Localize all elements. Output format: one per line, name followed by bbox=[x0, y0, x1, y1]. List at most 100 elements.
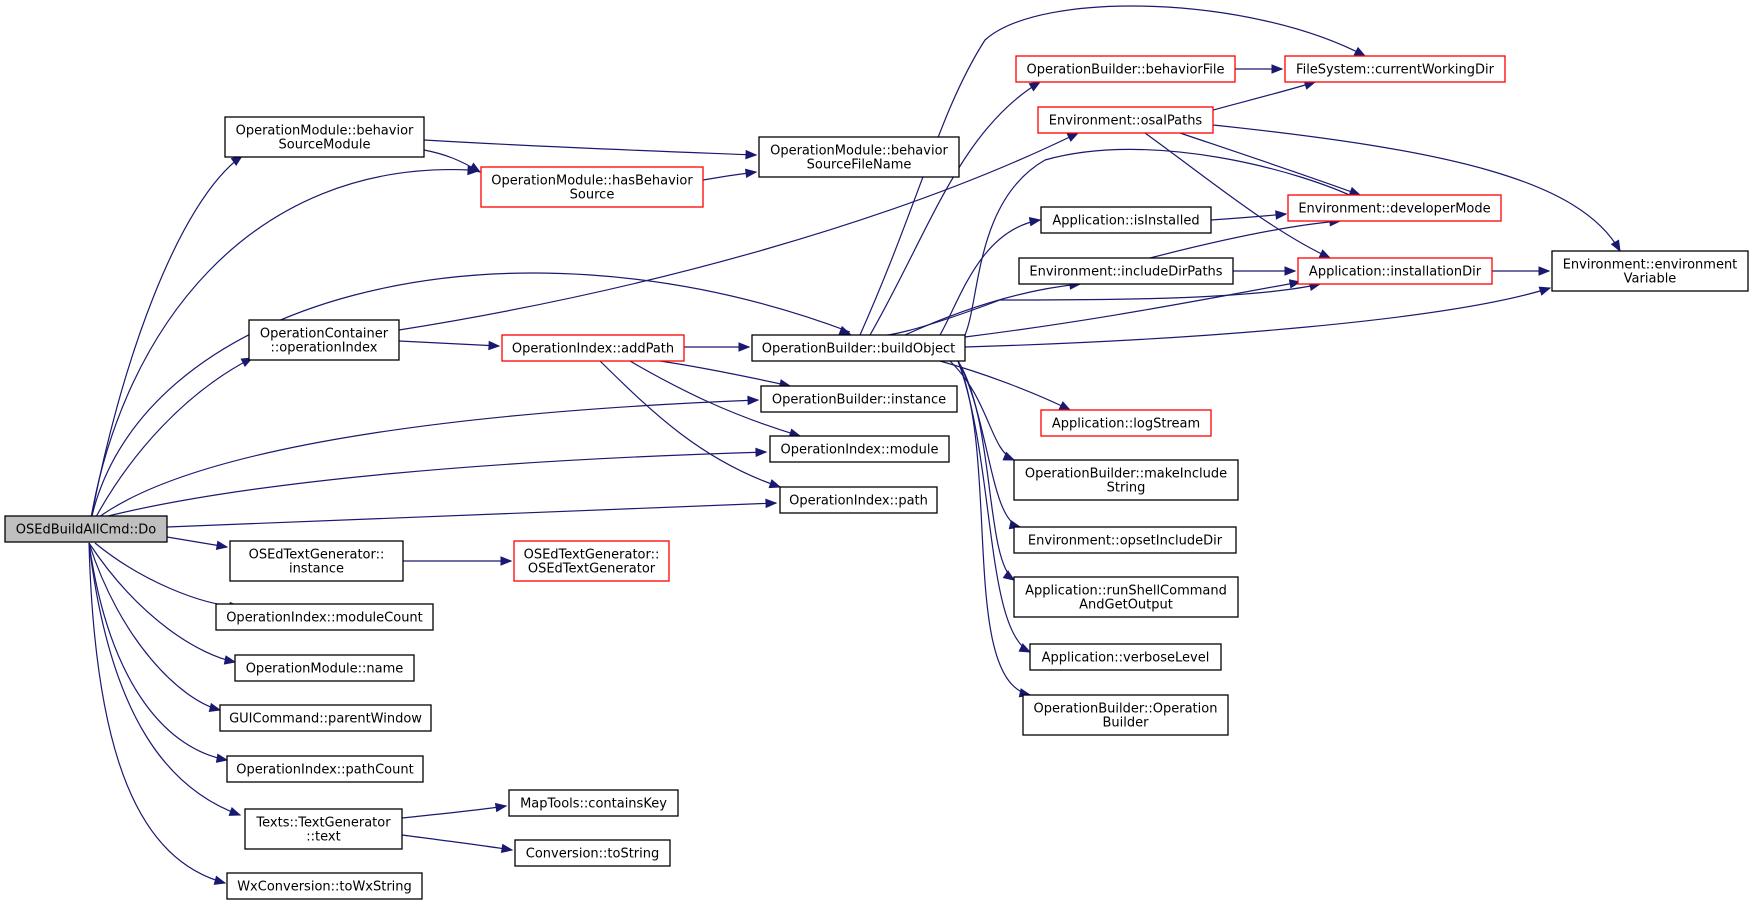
node-wx-towx[interactable]: WxConversion::toWxString bbox=[226, 872, 423, 900]
node-label: Conversion::toString bbox=[526, 847, 660, 862]
call-edge-to-oi_modulecount bbox=[94, 542, 241, 608]
node-box bbox=[1297, 257, 1493, 285]
call-edge-to-tg_text bbox=[88, 542, 241, 816]
call-edge-to-env_incdir bbox=[904, 283, 1081, 336]
node-tg-text[interactable]: Texts::TextGenerator::text bbox=[244, 808, 403, 850]
node-label: Environment::environment bbox=[1563, 258, 1738, 273]
node-box bbox=[1013, 459, 1239, 501]
call-edge-to-oi_path bbox=[166, 502, 777, 528]
node-box bbox=[215, 603, 434, 631]
arrowhead bbox=[208, 702, 222, 713]
node-label: OperationIndex::moduleCount bbox=[226, 611, 423, 626]
node-env-opset[interactable]: Environment::opsetIncludeDir bbox=[1013, 526, 1237, 554]
arrowhead bbox=[215, 540, 229, 550]
node-ob-build[interactable]: OperationBuilder::buildObject bbox=[751, 334, 966, 362]
node-om-name[interactable]: OperationModule::name bbox=[234, 654, 415, 682]
call-edge-to-env_envvar bbox=[964, 287, 1551, 348]
node-mt-contains[interactable]: MapTools::containsKey bbox=[508, 789, 679, 817]
node-env-osal[interactable]: Environment::osalPaths bbox=[1037, 106, 1214, 134]
arrowhead bbox=[1353, 46, 1367, 57]
node-label: OperationModule::hasBehavior bbox=[491, 174, 693, 189]
node-root[interactable]: OSEdBuildAllCmd::Do bbox=[4, 515, 168, 543]
node-box bbox=[226, 755, 424, 783]
arrowhead bbox=[488, 340, 501, 351]
call-edge-to-ob_instance bbox=[94, 399, 759, 521]
arrowhead bbox=[1028, 217, 1042, 227]
node-box bbox=[769, 435, 950, 463]
node-oi-modulecount[interactable]: OperationIndex::moduleCount bbox=[215, 603, 434, 631]
node-box bbox=[1018, 257, 1234, 285]
node-ob-bfile[interactable]: OperationBuilder::behaviorFile bbox=[1015, 55, 1236, 83]
node-label: Application::isInstalled bbox=[1052, 214, 1199, 229]
node-ob-ctor[interactable]: OperationBuilder::OperationBuilder bbox=[1022, 694, 1229, 736]
node-box bbox=[234, 654, 415, 682]
node-label: String bbox=[1107, 481, 1146, 496]
node-oc-oi[interactable]: OperationContainer::operationIndex bbox=[248, 319, 400, 361]
arrowhead bbox=[1002, 570, 1016, 581]
arrowhead bbox=[1271, 64, 1284, 74]
node-oi-pathcount[interactable]: OperationIndex::pathCount bbox=[226, 755, 424, 783]
call-edge-to-ob_mkinc bbox=[949, 360, 1015, 461]
node-otg-instance[interactable]: OSEdTextGenerator::instance bbox=[229, 540, 404, 582]
node-label: ::operationIndex bbox=[271, 341, 378, 356]
call-edge-to-env_opset bbox=[957, 360, 1021, 528]
node-conv-tostring[interactable]: Conversion::toString bbox=[514, 839, 671, 867]
arrowhead bbox=[1318, 249, 1332, 259]
node-gui-parent[interactable]: GUICommand::parentWindow bbox=[219, 704, 432, 732]
arrowhead bbox=[1538, 286, 1552, 296]
node-fs-cwd[interactable]: FileSystem::currentWorkingDir bbox=[1284, 55, 1506, 83]
node-otg-ctor[interactable]: OSEdTextGenerator::OSEdTextGenerator bbox=[513, 540, 670, 582]
node-box bbox=[1040, 409, 1212, 437]
node-env-incdir[interactable]: Environment::includeDirPaths bbox=[1018, 257, 1234, 285]
arrowhead bbox=[765, 498, 778, 509]
arrowhead bbox=[744, 168, 758, 179]
call-edge-to-app_isinst bbox=[939, 219, 1041, 336]
node-box bbox=[1040, 206, 1212, 234]
node-env-devmode[interactable]: Environment::developerMode bbox=[1287, 194, 1502, 222]
node-app-isinst[interactable]: Application::isInstalled bbox=[1040, 206, 1212, 234]
call-edge-to-oi_path bbox=[599, 360, 781, 488]
call-edge-to-env_devmode bbox=[1179, 132, 1361, 196]
node-label: OperationBuilder::buildObject bbox=[762, 342, 956, 357]
node-box bbox=[224, 116, 425, 158]
node-ob-instance[interactable]: OperationBuilder::instance bbox=[760, 385, 958, 413]
node-label: OperationModule::name bbox=[246, 662, 404, 677]
node-box bbox=[248, 319, 400, 361]
call-edge-to-oi_pathcount bbox=[88, 542, 228, 761]
node-oi-module[interactable]: OperationIndex::module bbox=[769, 435, 950, 463]
node-app-instdir[interactable]: Application::installationDir bbox=[1297, 257, 1493, 285]
arrowhead bbox=[1058, 401, 1072, 411]
call-edge-to-om_bsm bbox=[88, 155, 243, 531]
node-label: SourceFileName bbox=[807, 158, 912, 173]
node-box bbox=[779, 486, 938, 514]
node-box bbox=[508, 789, 679, 817]
node-oi-path[interactable]: OperationIndex::path bbox=[779, 486, 938, 514]
node-app-log[interactable]: Application::logStream bbox=[1040, 409, 1212, 437]
arrowhead bbox=[747, 395, 760, 406]
call-edge-to-fs_cwd bbox=[859, 5, 1366, 336]
call-edge-to-om_bsfn bbox=[423, 139, 757, 156]
node-box bbox=[244, 808, 403, 850]
call-edge-to-oi_addpath bbox=[398, 340, 500, 347]
node-label: Application::verboseLevel bbox=[1042, 651, 1210, 666]
node-label: OperationIndex::addPath bbox=[512, 342, 674, 357]
node-label: Environment::includeDirPaths bbox=[1029, 265, 1222, 280]
node-box bbox=[1037, 106, 1214, 134]
node-app-verbose[interactable]: Application::verboseLevel bbox=[1029, 643, 1222, 671]
arrowhead bbox=[1018, 643, 1032, 653]
arrowhead bbox=[768, 479, 782, 489]
node-label: Application::logStream bbox=[1052, 417, 1200, 432]
node-oi-addpath[interactable]: OperationIndex::addPath bbox=[501, 334, 685, 362]
call-edge-to-env_devmode bbox=[1149, 220, 1341, 259]
call-edge-to-app_instdir bbox=[1144, 132, 1331, 259]
node-label: OperationIndex::module bbox=[781, 443, 939, 458]
node-label: Variable bbox=[1624, 272, 1677, 287]
call-edge-to-env_envvar bbox=[1212, 124, 1621, 252]
arrowhead bbox=[215, 753, 229, 763]
